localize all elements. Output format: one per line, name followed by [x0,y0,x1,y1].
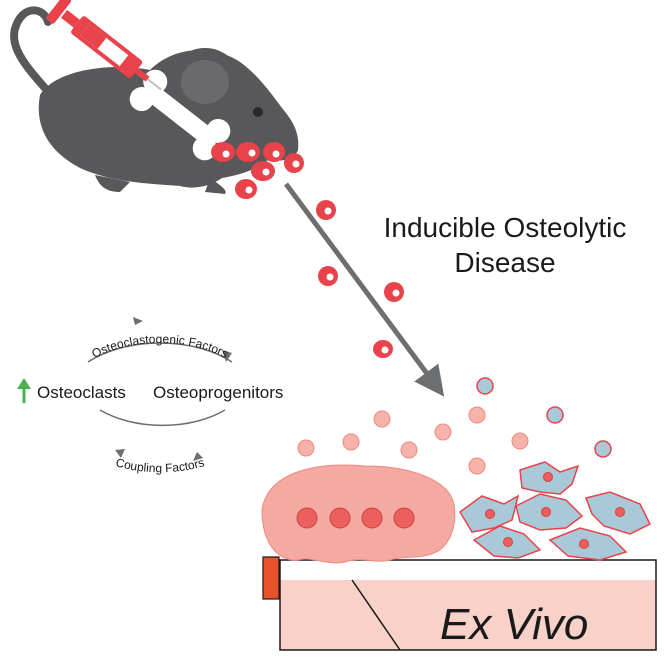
cell [263,142,285,162]
cell [384,282,404,302]
released-cells [297,406,529,475]
injected-cells [211,142,404,358]
cell [373,340,393,358]
cell [318,266,338,286]
culture-flask-icon [262,556,657,651]
cell [251,161,275,181]
cell [211,142,235,162]
flask-cap [262,556,280,600]
ex-vivo-label: Ex Vivo [440,600,589,649]
cell [316,200,336,220]
osteoclasts-label: Osteoclasts [37,383,126,402]
osteoprogenitor-nuclei [485,472,625,549]
osteoclast-cell [261,464,456,564]
cell [284,153,304,173]
up-arrow-icon [17,378,31,403]
syringe-icon [46,0,162,91]
released-progenitor-cells [476,377,612,458]
osteoprogenitors-label: Osteoprogenitors [153,383,284,402]
osteoclastogenic-factors-label: Osteoclastogenic Factors [89,332,230,361]
bone-icon [129,69,231,161]
title-line-2: Disease [454,247,556,278]
coupling-factors-label: Coupling Factors [114,455,206,475]
cell [235,179,257,199]
top-arc-arrow [87,342,233,363]
cell [236,142,260,162]
bottom-arc-arrow [99,409,226,427]
title-line-1: Inducible Osteolytic [383,212,627,243]
flow-arrow-icon [283,182,445,397]
